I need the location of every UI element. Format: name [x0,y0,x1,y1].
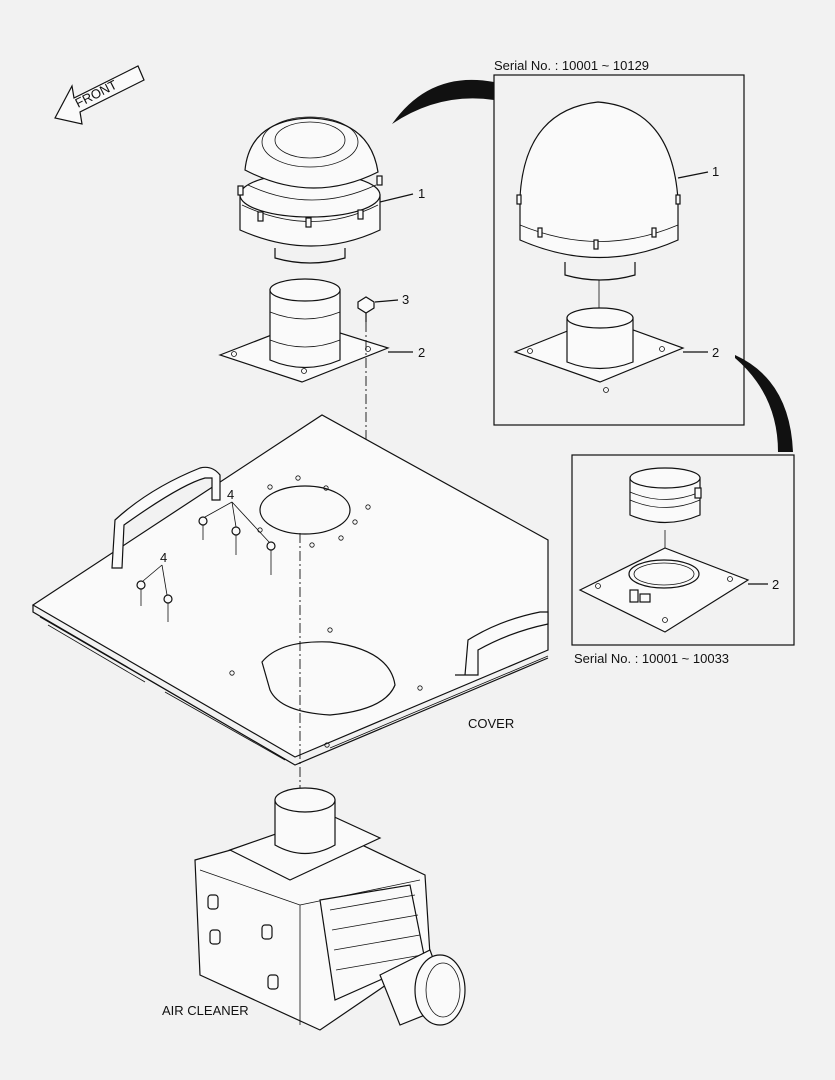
serial-bottom-label: Serial No. : 10001 ~ 10033 [574,651,729,666]
cover-label: COVER [468,716,514,731]
inset-top-frame [493,74,745,426]
cover-panel [31,414,549,766]
bolt [357,296,375,322]
callout-4a: 4 [227,487,234,502]
callout-4b: 4 [160,550,167,565]
callout-2: 2 [418,345,425,360]
serial-top-label: Serial No. : 10001 ~ 10129 [494,58,649,73]
callout-1: 1 [418,186,425,201]
front-arrow-icon: FRONT [54,65,145,125]
inset-bottom-pointer [735,355,793,452]
inset-top-callout-2: 2 [712,345,719,360]
mounting-plate [218,278,390,383]
inset-top-plate [513,307,685,393]
air-cleaner [194,787,466,1031]
inset-top-pointer [392,79,494,124]
inset-bottom-frame [571,454,795,646]
front-label: FRONT [73,77,120,111]
inset-top-callout-1: 1 [712,164,719,179]
nut-group-a [198,501,276,575]
inset-top-cap [516,101,681,281]
inset-bottom-clamp [629,467,702,524]
air-cleaner-label: AIR CLEANER [162,1003,249,1018]
precleaner-cap [237,116,383,264]
nut-group-b [136,564,173,622]
callout-3: 3 [402,292,409,307]
inset-bottom-callout-2: 2 [772,577,779,592]
inset-bottom-plate [578,547,750,633]
